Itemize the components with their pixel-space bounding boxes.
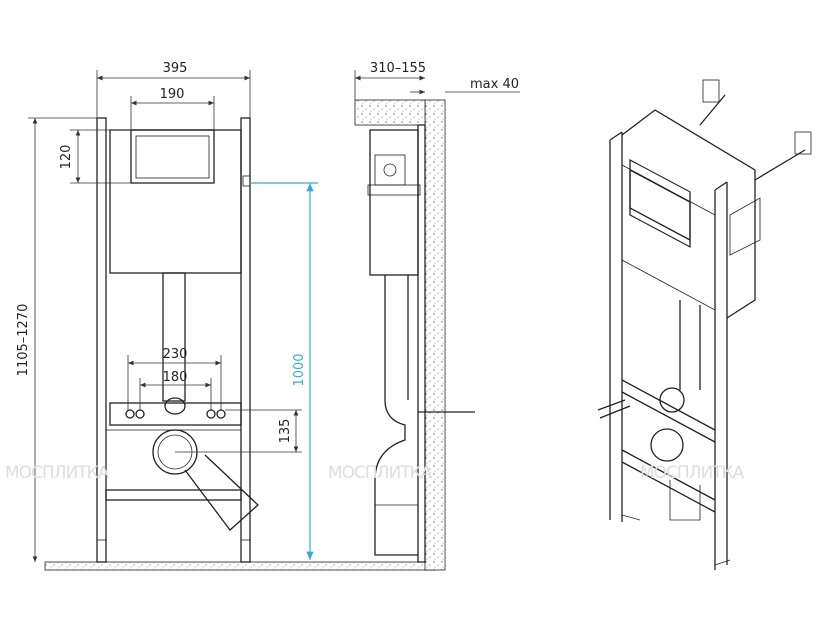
floor: [44, 561, 436, 571]
outlet-height-dimension: 135: [278, 419, 293, 444]
width-dimension: 395: [163, 61, 188, 76]
watermark: МОСПЛИТКА: [5, 463, 110, 483]
plate-width-dimension: 190: [160, 87, 185, 102]
plate-height-from-floor-dimension: 1000: [292, 353, 307, 386]
watermark: МОСПЛИТКА: [640, 463, 745, 483]
plate-height-dimension: 120: [59, 145, 74, 170]
flush-pipe: [162, 272, 186, 402]
inlet-inner-dimension: 180: [163, 370, 188, 385]
front-view: 395 190 120 1105–1270 230 180 135 1000: [16, 61, 436, 571]
outlet-bend: [184, 454, 259, 531]
left-post: [96, 117, 107, 563]
isometric-view: [597, 79, 812, 570]
inlet-outer-dimension: 230: [163, 347, 188, 362]
flush-plate-3d: [629, 168, 691, 242]
side-view: 310–155 max 40: [354, 61, 520, 571]
cistern-side: [369, 129, 419, 276]
flush-plate-opening: [130, 129, 215, 184]
pipe-side: [374, 275, 418, 556]
wall: [424, 99, 446, 571]
frame-post-side: [417, 124, 426, 563]
depth-dimension: 310–155: [370, 61, 426, 76]
gap-dimension: max 40: [470, 77, 519, 92]
cistern: [109, 129, 242, 274]
cross-bar: [109, 402, 242, 426]
total-height-dimension: 1105–1270: [16, 304, 31, 377]
watermark: МОСПЛИТКА: [328, 463, 433, 483]
cistern-3d: [621, 109, 756, 319]
